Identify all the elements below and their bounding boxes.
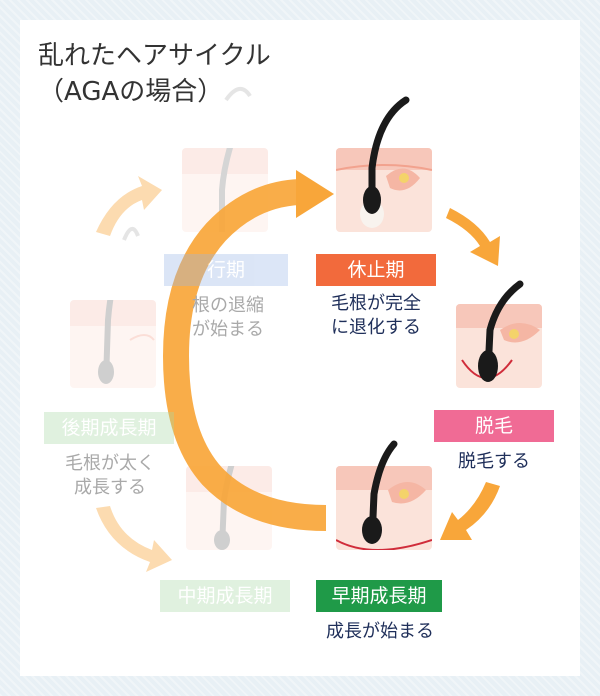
hair-panel-datsumo — [456, 304, 542, 388]
desc-kyushi-line-1: 毛根が完全 — [331, 293, 421, 314]
desc-soki: 成長が始まる — [310, 620, 450, 644]
label-datsumo: 脱毛 — [434, 410, 554, 442]
title-line-2: （AGAの場合） — [38, 77, 224, 107]
desc-datsumo-line-1: 脱毛する — [458, 451, 530, 472]
hair-panel-koki — [70, 300, 156, 388]
faded-arrow-lower-left — [96, 506, 172, 572]
desc-ikouki: 根の退縮 が始まる — [168, 294, 288, 342]
desc-koki-line-2: 成長する — [74, 477, 146, 498]
label-soki: 早期成長期 — [316, 580, 442, 612]
diagram-title: 乱れたヘアサイクル （AGAの場合） — [38, 38, 271, 110]
desc-kyushi-line-2: に退化する — [331, 317, 421, 338]
hair-panel-kyushi — [336, 148, 432, 232]
arrow-skip-soki-to-kyushi — [162, 170, 334, 531]
label-koki: 後期成長期 — [44, 412, 174, 444]
desc-ikouki-line-2: が始まる — [192, 319, 264, 340]
title-line-1: 乱れたヘアサイクル — [38, 41, 271, 71]
desc-koki: 毛根が太く 成長する — [48, 452, 172, 500]
label-chuki: 中期成長期 — [160, 580, 290, 612]
label-ikouki: 行期 — [164, 254, 288, 286]
desc-ikouki-line-1: 根の退縮 — [192, 295, 264, 316]
arrow-datsumo-to-soki — [440, 482, 500, 540]
hair-panel-soki — [336, 466, 432, 550]
desc-soki-line-1: 成長が始まる — [326, 621, 434, 642]
faded-arrow-upper-left — [96, 176, 162, 236]
arrow-kyushi-to-datsumo — [446, 208, 500, 266]
desc-kyushi: 毛根が完全 に退化する — [316, 292, 436, 340]
desc-koki-line-1: 毛根が太く — [65, 453, 155, 474]
label-kyushi: 休止期 — [316, 254, 436, 286]
desc-datsumo: 脱毛する — [434, 450, 554, 474]
